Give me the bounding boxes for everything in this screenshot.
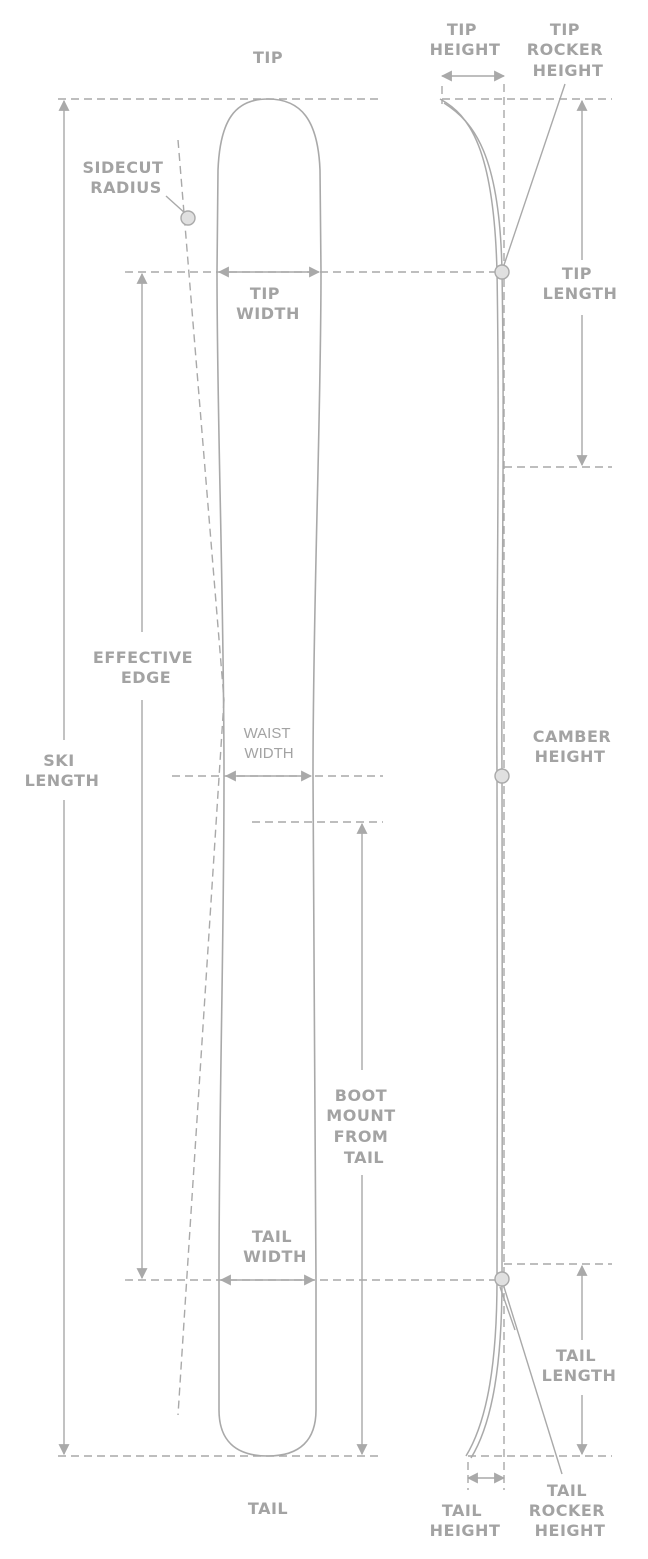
tip-height-label: TIP HEIGHT <box>430 20 501 59</box>
sidecut-dot <box>180 210 196 226</box>
ski-side-profile <box>439 98 504 1459</box>
waist-width-label: WAIST WIDTH <box>244 725 295 762</box>
camber-height-label: CAMBER HEIGHT <box>533 727 618 766</box>
sidecut-radius-line-lower <box>177 699 225 1416</box>
tail-contact-leader <box>499 1286 516 1331</box>
side-profile-top-edge <box>439 98 499 1457</box>
sidecut-radius-label: SIDECUT RADIUS <box>83 158 170 197</box>
ski-length-label: SKI LENGTH <box>25 751 100 790</box>
tip-width-label: TIP WIDTH <box>236 284 300 323</box>
tip-label: TIP <box>253 48 283 67</box>
tail-contact-dot <box>494 1271 510 1287</box>
reference-lines <box>58 84 612 1490</box>
tail-height-label: TAIL HEIGHT <box>430 1501 501 1540</box>
tip-contact-dot <box>494 264 510 280</box>
tail-rocker-height-label: TAIL ROCKER HEIGHT <box>529 1481 611 1540</box>
labels: TIP TAIL SIDECUT RADIUS TIP WIDTH EFFECT… <box>25 20 618 1540</box>
tail-rocker-leader <box>503 1286 563 1475</box>
boot-mount-label: BOOT MOUNT FROM TAIL <box>326 1086 401 1167</box>
side-profile-bottom-edge <box>443 102 504 1459</box>
sidecut-radius-line <box>177 139 225 701</box>
measurement-dots <box>180 210 510 1287</box>
camber-dot <box>494 768 510 784</box>
dimension-arrows <box>58 70 588 1484</box>
tip-length-label: TIP LENGTH <box>543 264 618 303</box>
tail-label: TAIL <box>248 1499 288 1518</box>
effective-edge-label: EFFECTIVE EDGE <box>93 648 199 687</box>
sidecut-leader <box>165 195 187 215</box>
tip-rocker-height-label: TIP ROCKER HEIGHT <box>527 20 609 80</box>
tail-length-label: TAIL LENGTH <box>542 1346 617 1385</box>
tail-width-label: TAIL WIDTH <box>243 1227 307 1266</box>
tip-rocker-leader <box>503 83 566 266</box>
